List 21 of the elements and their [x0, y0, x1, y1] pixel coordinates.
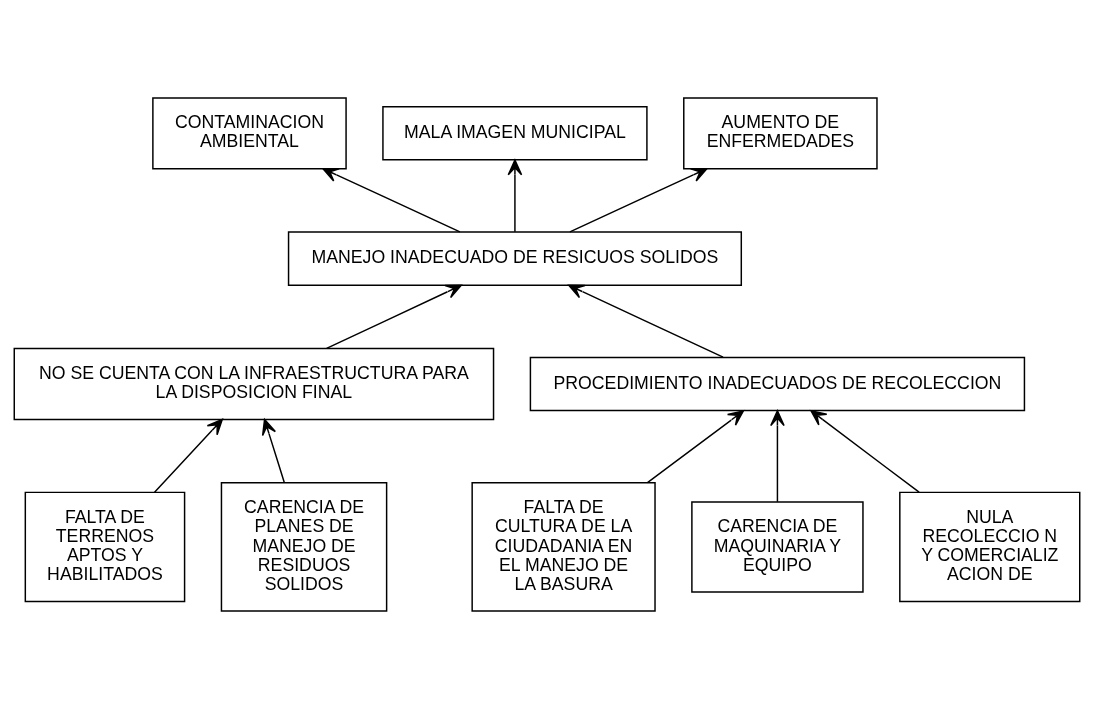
arrow	[810, 410, 920, 493]
arrow	[261, 418, 286, 484]
node-box: MALA IMAGEN MUNICIPAL	[382, 106, 648, 161]
arrow	[153, 418, 223, 493]
node-box: NULA RECOLECCIO N Y COMERCIALIZ ACION DE	[899, 491, 1081, 603]
node-box: CARENCIA DE PLANES DE MANEJO DE RESIDUOS SOLIDOS	[220, 482, 388, 612]
node-box: CONTAMINACION AMBIENTAL	[152, 97, 347, 170]
node-box: NO SE CUENTA CON LA INFRAESTRUCTURA PARA LA DISPOSICION FINAL	[13, 347, 495, 421]
arrow	[322, 167, 461, 233]
node-box: PROCEDIMIENTO INADECUADOS DE RECOLECCION	[529, 356, 1026, 412]
node-box: FALTA DE CULTURA DE LA CIUDADANIA EN EL MANEJO DE LA BASURA	[471, 482, 656, 612]
node-box: MANEJO INADECUADO DE RESICUOS SOLIDOS	[287, 231, 743, 286]
arrow	[568, 284, 724, 358]
arrow	[646, 410, 745, 484]
arrow	[507, 159, 523, 233]
node-box: AUMENTO DE ENFERMEDADES	[683, 97, 878, 170]
node-box: FALTA DE TERRENOS APTOS Y HABILITADOS	[24, 491, 186, 603]
arrow	[770, 409, 785, 503]
node-box: CARENCIA DE MAQUINARIA Y EQUIPO	[691, 501, 864, 593]
arrow	[569, 167, 708, 233]
arrow	[325, 284, 462, 350]
